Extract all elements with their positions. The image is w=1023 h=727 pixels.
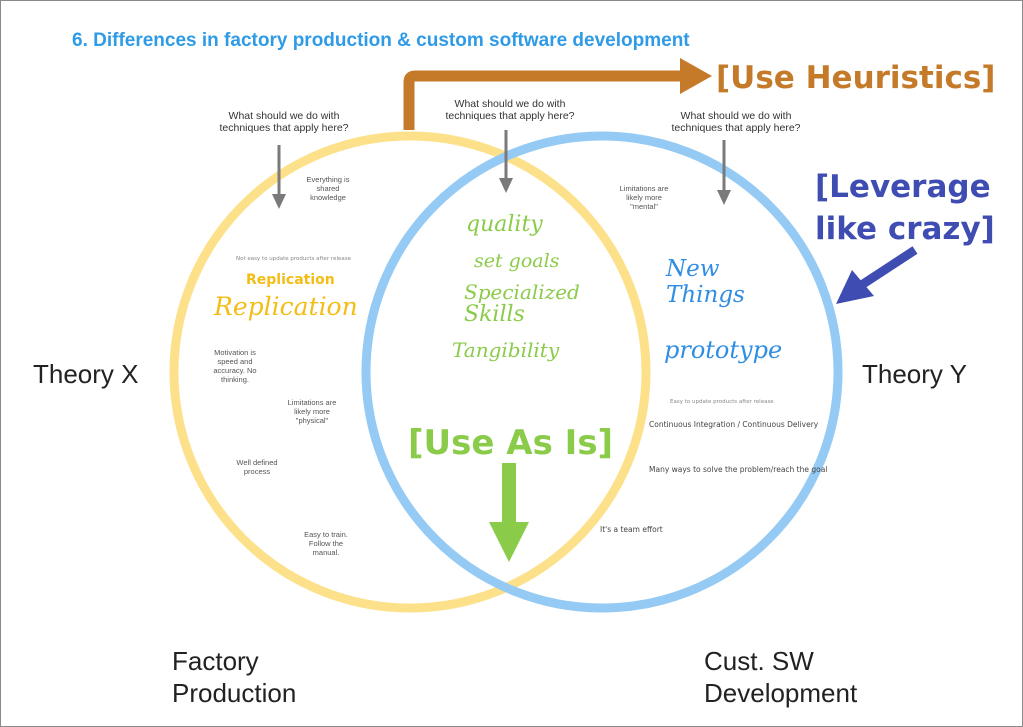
- leverage-callout: [Leverage like crazy]: [815, 169, 995, 247]
- question-left: What should we do with techniques that a…: [219, 110, 349, 134]
- note-well-defined: Well defined process: [236, 458, 278, 476]
- note-not-easy-update: Not easy to update products after releas…: [236, 256, 351, 262]
- page-title: 6. Differences in factory production & c…: [72, 30, 690, 51]
- new-things-handwritten: New Things: [666, 256, 745, 308]
- use-as-is-arrow: [489, 463, 529, 562]
- use-heuristics-callout: [Use Heuristics]: [716, 60, 996, 96]
- note-many-ways: Many ways to solve the problem/reach the…: [649, 465, 828, 474]
- use-as-is-callout: [Use As Is]: [408, 423, 614, 463]
- note-ci-cd: Continuous Integration / Continuous Deli…: [649, 420, 819, 429]
- overlap-tangibility: Tangibility: [452, 338, 560, 362]
- overlap-quality: quality: [466, 212, 543, 237]
- overlap-specialized: Specialized: [464, 280, 580, 304]
- replication-handwritten: Replication: [214, 292, 358, 321]
- prototype-handwritten: prototype: [664, 336, 783, 364]
- question-right: What should we do with techniques that a…: [671, 110, 801, 134]
- note-shared-knowledge: Everything is shared knowledge: [306, 175, 350, 202]
- note-easy-update: Easy to update products after release: [670, 399, 774, 405]
- pointer-arrow-right: [717, 140, 731, 205]
- note-easy-train: Easy to train. Follow the manual.: [304, 530, 348, 557]
- note-motivation: Motivation is speed and accuracy. No thi…: [213, 348, 257, 384]
- heuristics-arrow: [403, 58, 712, 130]
- replication-label: Replication: [246, 272, 335, 288]
- factory-production-label: Factory Production: [172, 646, 297, 708]
- pointer-arrow-middle: [499, 130, 513, 193]
- leverage-arrow: [836, 246, 918, 304]
- note-limitations-physical: Limitations are likely more "physical": [287, 398, 337, 425]
- overlap-skills: Skills: [464, 302, 525, 327]
- pointer-arrow-left: [272, 145, 286, 209]
- note-team-effort: It's a team effort: [600, 525, 663, 534]
- software-circle: [361, 131, 843, 613]
- custom-software-label: Cust. SW Development: [704, 646, 858, 708]
- question-middle: What should we do with techniques that a…: [445, 98, 575, 122]
- overlap-set-goals: set goals: [474, 250, 560, 272]
- factory-circle: [169, 131, 651, 613]
- theory-x-label: Theory X: [33, 359, 139, 389]
- theory-y-label: Theory Y: [862, 359, 968, 389]
- note-limitations-mental: Limitations are likely more "mental": [619, 184, 669, 211]
